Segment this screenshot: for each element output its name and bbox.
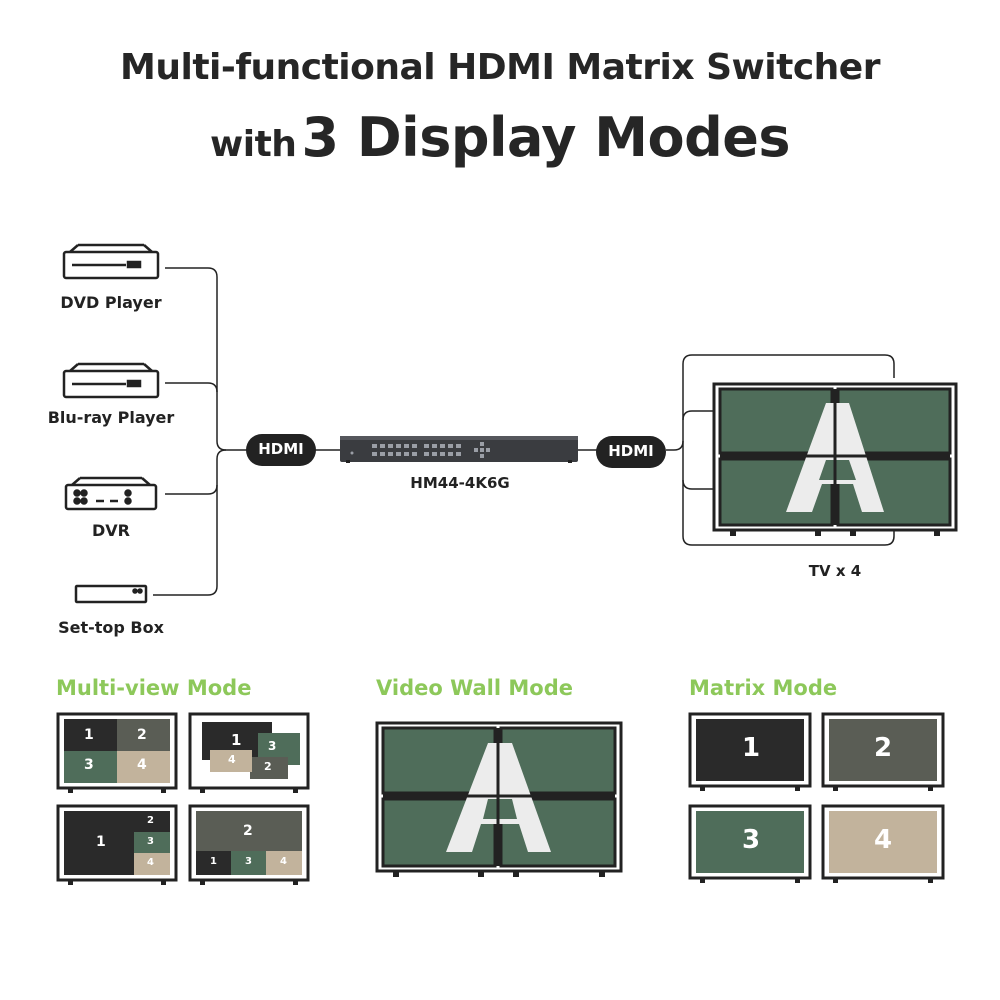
hdmi-output-label: HDMI <box>608 442 654 460</box>
dvd-player-icon <box>62 243 160 280</box>
matrix-screen-1 <box>688 712 812 791</box>
hdmi-input-label: HDMI <box>258 440 304 458</box>
tv-video-wall <box>712 382 958 536</box>
mv1-label-1: 1 <box>84 727 94 743</box>
matrix-screen-2 <box>821 712 945 791</box>
source-label-bluray: Blu-ray Player <box>47 408 175 427</box>
mv2-label-3: 3 <box>268 739 277 753</box>
multiview-mode-title: Multi-view Mode <box>56 676 252 700</box>
matrix-label-3: 3 <box>742 825 761 855</box>
input-cables <box>153 267 342 596</box>
tv-count-label: TV x 4 <box>808 562 862 580</box>
videowall-mode-title: Video Wall Mode <box>376 676 573 700</box>
mv3-label-3: 3 <box>147 836 154 847</box>
multiview-screen-pip <box>188 712 310 793</box>
multiview-screen-1plus3-bottom <box>188 804 310 885</box>
page-subtitle: with 3 Display Modes <box>0 106 1000 183</box>
device-model-label: HM44-4K6G <box>410 474 510 492</box>
output-cables <box>578 354 895 546</box>
mv3-label-2: 2 <box>147 815 154 826</box>
matrix-label-1: 1 <box>742 733 761 763</box>
hdmi-output-pill <box>596 436 666 468</box>
mv2-label-4: 4 <box>228 753 236 766</box>
page-title: Multi-functional HDMI Matrix Switcher <box>120 47 880 88</box>
source-label-dvr: DVR <box>92 521 130 540</box>
mv3-label-4: 4 <box>147 857 154 868</box>
mv1-label-3: 3 <box>84 757 94 773</box>
mv4-label-3: 3 <box>245 856 252 867</box>
dvr-icon <box>64 476 158 511</box>
mv3-label-1: 1 <box>96 834 106 850</box>
mv1-label-2: 2 <box>137 727 147 743</box>
source-label-settop: Set-top Box <box>58 618 164 637</box>
mv4-label-2: 2 <box>243 823 253 839</box>
mv2-label-1: 1 <box>231 731 242 749</box>
multiview-screen-1plus3 <box>56 804 178 885</box>
hdmi-input-pill <box>246 434 316 466</box>
matrix-label-2: 2 <box>874 733 893 763</box>
source-label-dvd: DVD Player <box>60 293 162 312</box>
videowall-illustration <box>375 721 623 877</box>
subtitle-main: 3 Display Modes <box>301 106 791 169</box>
settop-box-icon <box>74 584 148 604</box>
multiview-screen-quad <box>56 712 178 793</box>
matrix-mode-title: Matrix Mode <box>689 676 838 700</box>
hdmi-matrix-device <box>340 436 578 463</box>
mv4-label-4: 4 <box>280 856 287 867</box>
mv1-label-4: 4 <box>137 757 147 773</box>
matrix-screen-4 <box>821 804 945 883</box>
matrix-screen-3 <box>688 804 812 883</box>
mv4-label-1: 1 <box>210 856 217 867</box>
mv2-label-2: 2 <box>264 760 272 773</box>
subtitle-prefix: with <box>209 124 297 165</box>
bluray-player-icon <box>62 362 160 399</box>
matrix-label-4: 4 <box>874 825 893 855</box>
